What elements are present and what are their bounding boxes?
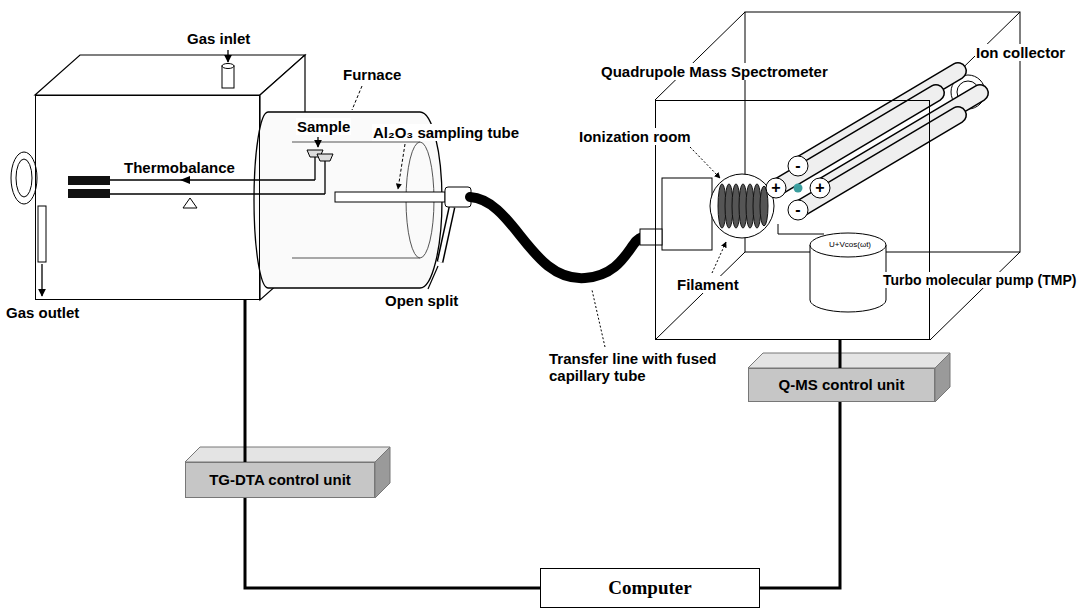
- rod-cap: [810, 178, 830, 198]
- leader-arrow: [41, 264, 42, 296]
- leader-line: [592, 290, 605, 347]
- leader-line: [712, 242, 726, 273]
- rf-voltage-label: U+Vcos(ωt): [828, 240, 872, 249]
- control-unit-box: TG-DTA control unit: [185, 462, 375, 498]
- signal-cable: [839, 340, 842, 368]
- control-unit-box: Q-MS control unit: [748, 368, 935, 402]
- rod-polarity: -: [794, 202, 801, 218]
- rod-cap: [788, 200, 808, 220]
- open-split-label: Open split: [384, 292, 459, 309]
- ionization-room-label: Ionization room: [578, 128, 692, 145]
- unit-side-face: [375, 447, 390, 498]
- outlet-port: [16, 159, 32, 197]
- gas-inlet-pipe: [222, 64, 234, 69]
- ion-collector-label: Ion collector: [975, 44, 1066, 61]
- leader-arrow: [227, 50, 228, 62]
- balance-beam: [110, 179, 315, 180]
- unit-side-face: [935, 353, 950, 402]
- fulcrum: [183, 198, 197, 208]
- rod-polarity: +: [814, 180, 825, 196]
- leader-line: [352, 86, 362, 110]
- ion-source-housing: [662, 178, 712, 250]
- furnace-label: Furnace: [342, 66, 402, 83]
- balance-weight: [68, 176, 110, 185]
- signal-cable: [760, 402, 840, 588]
- leader-arrow: [317, 137, 318, 147]
- housing-top: [35, 55, 305, 95]
- split-pipe: [440, 207, 452, 262]
- rod-body: [798, 115, 958, 210]
- holder-rod: [314, 157, 315, 180]
- rod-polarity: +: [770, 180, 781, 196]
- leader-line: [690, 147, 720, 178]
- rod-body: [798, 115, 958, 210]
- filament-coil: [718, 184, 768, 228]
- transfer-line: [470, 197, 642, 278]
- split-pipe: [440, 207, 452, 262]
- sampling-tube: [335, 192, 445, 202]
- balance-weight: [68, 189, 110, 198]
- node-label: Q-MS control unit: [779, 376, 905, 393]
- ion-dot: [794, 184, 803, 193]
- node-label: Computer: [608, 577, 691, 599]
- gas-outlet-pipe: [38, 206, 46, 262]
- leader-line: [428, 266, 438, 289]
- gas-inlet-pipe: [222, 66, 234, 88]
- transfer-line-label: Transfer line with fused capillary tube: [548, 350, 728, 385]
- beam-arrow: [180, 176, 190, 184]
- inlet-fitting: [640, 229, 662, 245]
- sample-crucible: [317, 154, 333, 161]
- pump-top: [810, 233, 886, 257]
- gas-inlet-label: Gas inlet: [186, 30, 251, 47]
- rod-polarity: -: [794, 158, 801, 174]
- node-label: TG-DTA control unit: [209, 471, 351, 488]
- holder-rod: [324, 161, 325, 194]
- rod-cap: [788, 156, 808, 176]
- instrument-heading: Quadrupole Mass Spectrometer: [599, 63, 830, 80]
- computer-box: Computer: [540, 568, 760, 608]
- gas-outlet-label: Gas outlet: [5, 304, 80, 321]
- thermobalance-box: Thermobalance: [35, 95, 260, 300]
- pump-label: Turbo molecular pump (TMP): [882, 272, 1077, 288]
- housing-edge: [655, 12, 745, 100]
- quadrupole-rods: [776, 71, 980, 210]
- balance-beam: [110, 193, 325, 194]
- sample-label: Sample: [296, 118, 351, 135]
- unit-top-face: [185, 447, 390, 462]
- mass-spectrometer-box: Quadrupole Mass Spectrometer: [655, 100, 930, 340]
- outlet-port: [11, 152, 37, 204]
- housing-edge: [930, 252, 1020, 340]
- rf-wire: [778, 224, 824, 234]
- node-label: Thermobalance: [124, 159, 235, 176]
- housing-edge: [655, 252, 745, 340]
- ionization-chamber: [710, 174, 774, 238]
- rod-cap: [766, 178, 786, 198]
- leader-line: [398, 144, 405, 189]
- signal-cable: [244, 300, 247, 462]
- unit-top-face: [748, 353, 950, 368]
- sampling-tube-label: Al₂O₃ sampling tube: [372, 124, 520, 141]
- signal-cable: [245, 498, 540, 588]
- filament-label: Filament: [676, 276, 740, 293]
